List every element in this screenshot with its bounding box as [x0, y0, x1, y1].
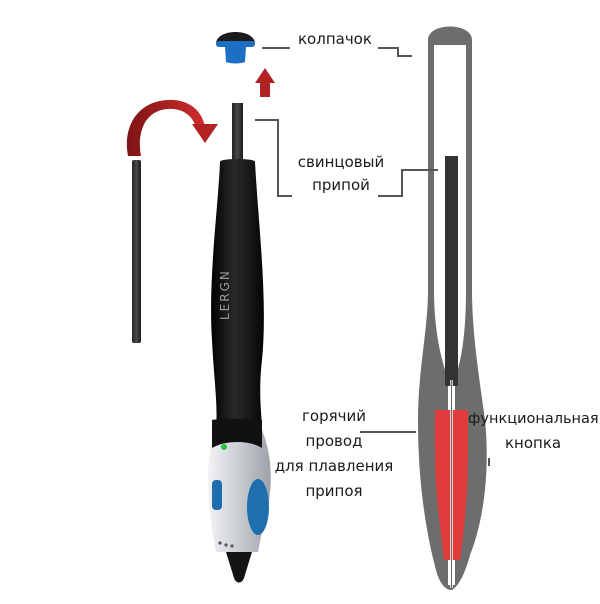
brand-logo: LERGN	[218, 269, 232, 320]
label-wire-line1: горячий	[302, 407, 366, 425]
cap	[216, 32, 255, 64]
label-cap: колпачок	[298, 30, 372, 48]
up-arrow-icon	[255, 68, 275, 97]
leader-lines	[255, 47, 490, 466]
label-solder-line1: свинцовый	[297, 153, 385, 171]
pen: LERGN	[208, 103, 271, 583]
solder-rod	[132, 160, 141, 343]
curved-arrow-icon	[126, 99, 218, 156]
pen-cross-section	[418, 26, 487, 590]
label-button-line1: функциональная	[468, 411, 599, 427]
label-solder-line2: припой	[312, 176, 370, 194]
label-wire-line3: для плавления	[274, 457, 394, 475]
label-wire-line4: припоя	[305, 482, 363, 500]
led-indicator	[221, 444, 227, 450]
label-button-line2: кнопка	[505, 434, 562, 452]
label-wire-line2: провод	[305, 432, 363, 450]
